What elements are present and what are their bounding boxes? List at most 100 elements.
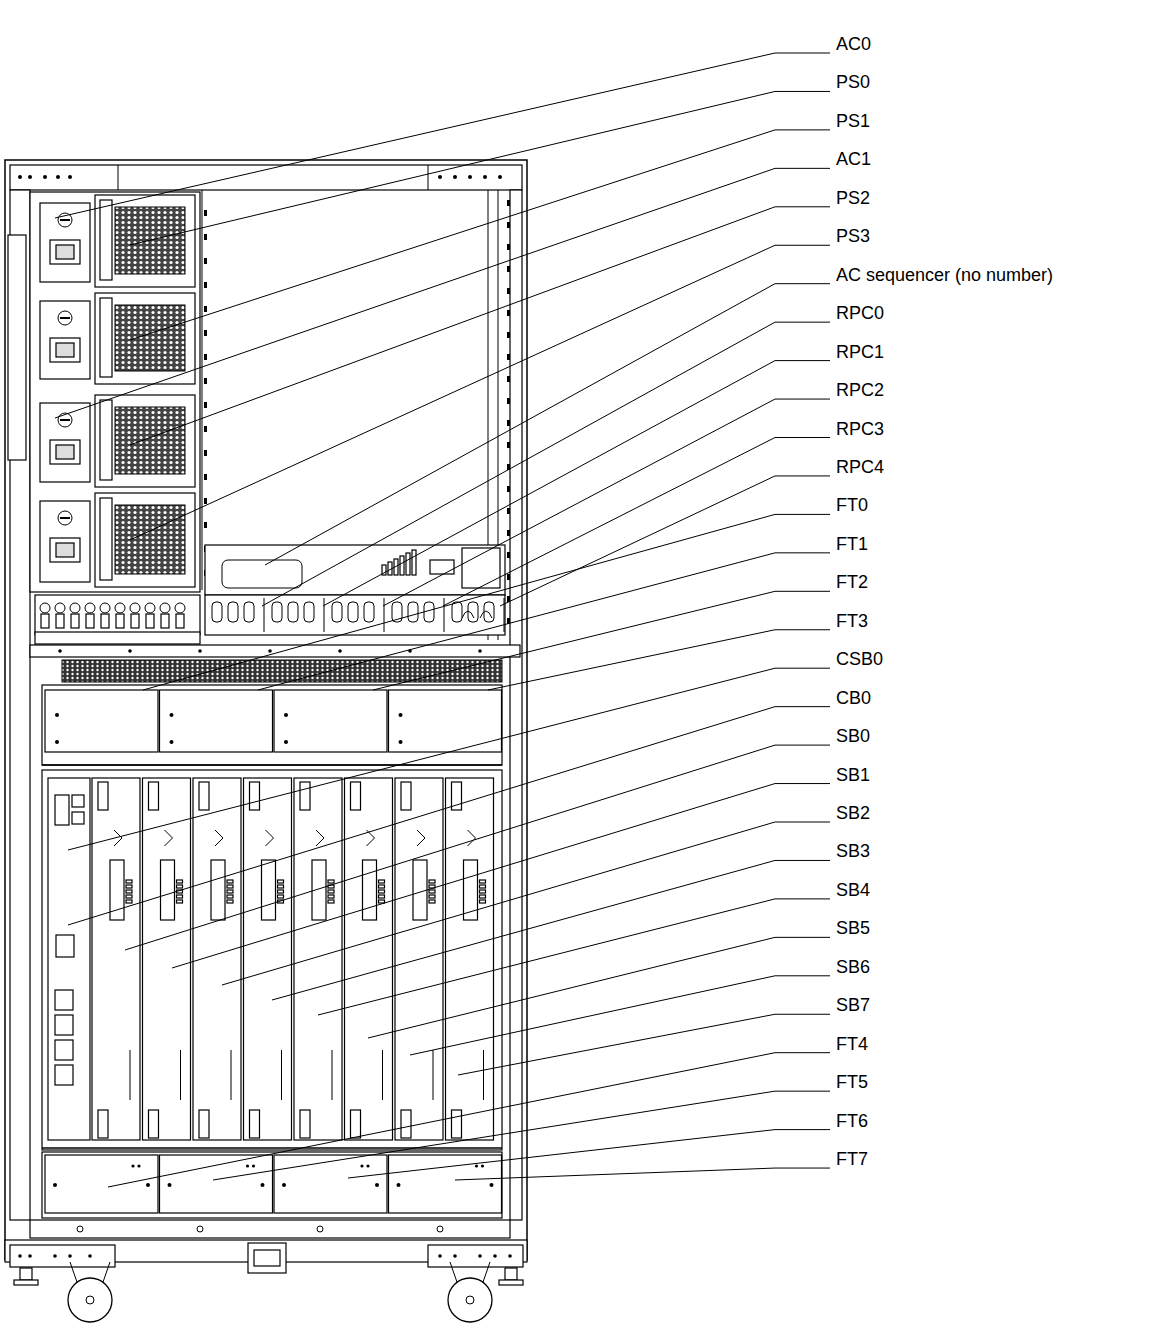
top-plate: [10, 165, 522, 190]
system-board: [294, 778, 342, 1140]
rpc-outlet: [304, 602, 314, 622]
plinth-screw: [28, 1254, 32, 1258]
fan-tray: [160, 690, 273, 752]
rail-slot: [507, 552, 510, 558]
fan-tray-screw: [490, 1183, 494, 1187]
power-supply-unit: [95, 293, 195, 384]
rail-slot: [204, 426, 207, 432]
rail-slot: [507, 486, 510, 492]
rpc-divider: [384, 598, 385, 632]
board-edge: [433, 1050, 434, 1100]
sequencer-panel: [205, 545, 505, 595]
board-bay: [42, 770, 502, 1150]
fan-tray-led: [481, 1164, 484, 1167]
rail-slot: [204, 474, 207, 480]
board-led: [278, 880, 284, 883]
board-led: [126, 900, 132, 903]
part-label: AC sequencer (no number): [836, 265, 1053, 285]
rail-slot: [507, 332, 510, 338]
part-label: SB3: [836, 841, 870, 861]
rpc-outlet: [484, 602, 494, 622]
sequencer-bar: [400, 556, 404, 575]
fan-tray-screw: [375, 1183, 379, 1187]
caster-plate: [428, 1245, 523, 1267]
rpc-divider: [444, 598, 445, 632]
fan-tray-bay: [42, 685, 502, 765]
plinth-screw: [53, 1254, 57, 1258]
board-led: [328, 880, 334, 883]
board-latch: [468, 830, 476, 846]
board-latch: [417, 830, 425, 846]
board-led: [480, 885, 486, 888]
board-edge: [231, 1050, 232, 1100]
system-board: [92, 778, 140, 1140]
beam-screw: [268, 649, 272, 653]
rail-slot: [204, 450, 207, 456]
part-label: FT1: [836, 534, 868, 554]
leader-line: [318, 899, 830, 1015]
base-screw: [437, 1226, 443, 1232]
leader-line: [143, 514, 830, 690]
part-label: AC1: [836, 149, 871, 169]
terminal-screw: [100, 603, 110, 613]
system-board: [446, 778, 494, 1140]
base-screw: [317, 1226, 323, 1232]
part-label: SB2: [836, 803, 870, 823]
fan-tray-screw: [53, 1183, 57, 1187]
leader-line: [443, 438, 830, 607]
board-ejector-bottom: [250, 1110, 260, 1138]
power-supply-grille: [115, 505, 185, 574]
leader-line: [68, 707, 830, 925]
board-led: [227, 895, 233, 898]
terminal-block: [86, 614, 94, 628]
fan-tray-screw: [146, 1183, 150, 1187]
ac-switch: [58, 311, 72, 325]
rpc-panel: [205, 595, 505, 635]
rail-slot: [204, 258, 207, 264]
rail-slot: [507, 288, 510, 294]
board-led: [379, 880, 385, 883]
power-supply-unit: [95, 493, 195, 587]
base-handle-grip: [254, 1250, 280, 1266]
power-supply-grille: [115, 407, 185, 474]
board-led: [480, 895, 486, 898]
board-slot-guide: [464, 860, 478, 920]
board-ejector-top: [199, 782, 209, 810]
top-screw: [28, 175, 32, 179]
leader-line: [222, 822, 830, 985]
leader-line: [373, 591, 830, 690]
terminal-block: [41, 614, 49, 628]
part-label: FT0: [836, 495, 868, 515]
part-label: SB7: [836, 995, 870, 1015]
plinth-screw: [478, 1254, 482, 1258]
part-label: CB0: [836, 688, 871, 708]
part-label: CSB0: [836, 649, 883, 669]
leader-line: [213, 1091, 830, 1180]
leader-line: [55, 53, 830, 218]
board-latch: [165, 830, 173, 846]
ac-inlet-socket: [56, 245, 74, 259]
rail-slot: [507, 376, 510, 382]
terminal-block: [146, 614, 154, 628]
leader-lines: [55, 53, 830, 1187]
leader-line: [55, 168, 830, 418]
vent-grille: [62, 660, 502, 682]
board-ejector-bottom: [351, 1110, 361, 1138]
board-led: [328, 895, 334, 898]
terminal-rail: [35, 632, 200, 644]
cb-switch: [56, 935, 74, 957]
leveling-foot: [14, 1280, 38, 1285]
base-screw: [197, 1226, 203, 1232]
board-edge: [332, 1050, 333, 1100]
leader-line: [125, 745, 830, 950]
leader-line: [130, 130, 830, 340]
bay-edge: [42, 764, 502, 766]
fan-tray-screw: [170, 740, 174, 744]
fan-tray-led: [475, 1164, 478, 1167]
board-led: [480, 890, 486, 893]
board-led: [126, 885, 132, 888]
caster-wheel: [448, 1278, 492, 1322]
board-led: [177, 900, 183, 903]
board-led: [480, 880, 486, 883]
